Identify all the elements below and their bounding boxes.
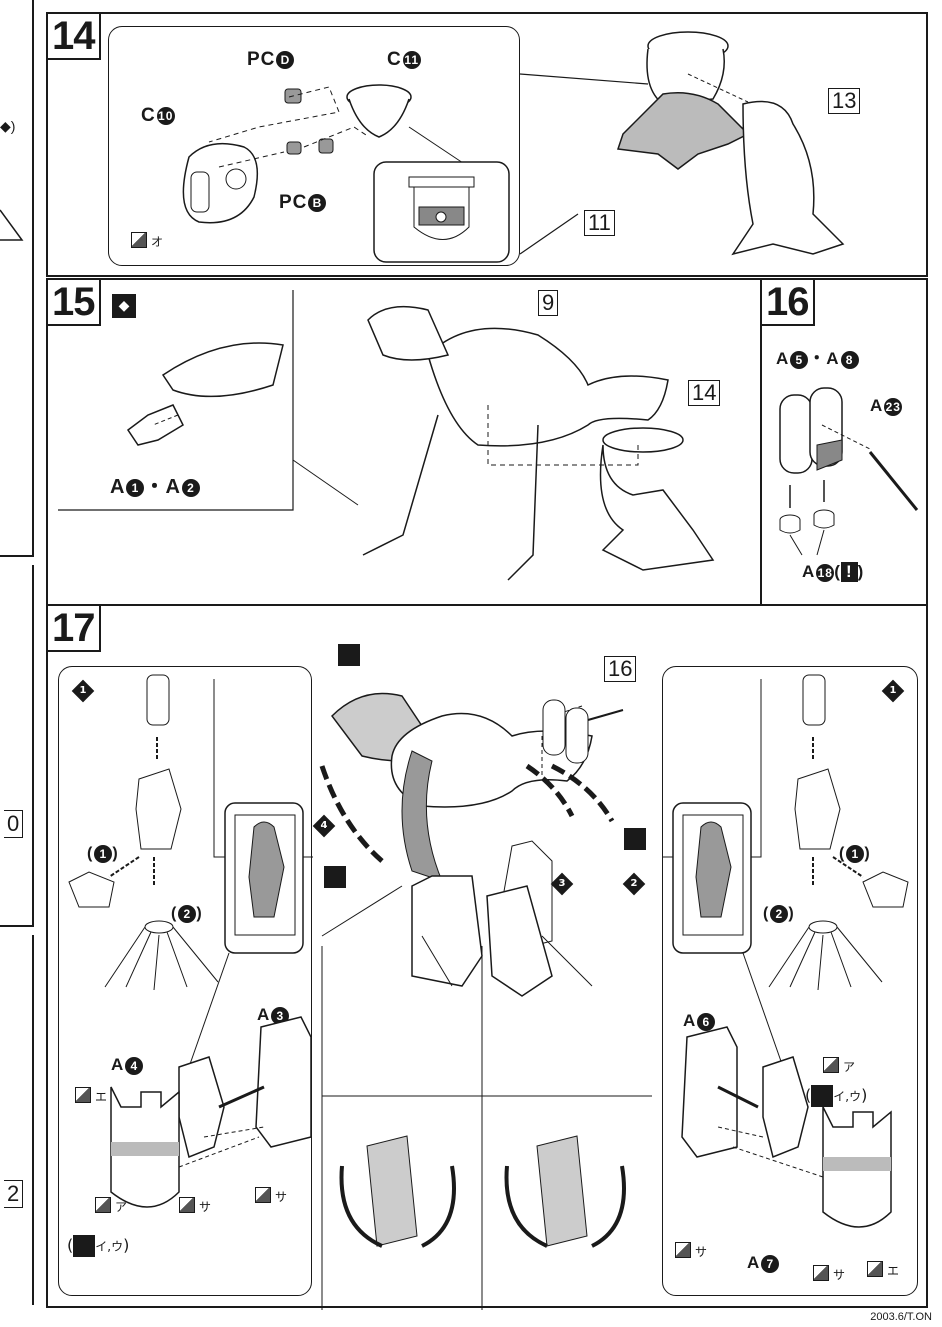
- part-ref-14: 14: [688, 380, 721, 406]
- left-sub-2: (2): [171, 905, 203, 923]
- step-17-number: 17: [46, 604, 101, 652]
- left-strip-panel-mid: [0, 565, 34, 927]
- tool-kana-sa-left: サ: [199, 1200, 212, 1214]
- left-strip-drawing: [0, 209, 24, 241]
- step-15-drawing: [58, 290, 715, 581]
- tool-iu-left: (イ,ウ): [67, 1235, 129, 1257]
- step-14-assembly-drawing: [519, 31, 845, 256]
- tool-kana-sa2-left: サ: [275, 1190, 288, 1204]
- part-ref-9: 9: [538, 290, 559, 316]
- tool-icon-sa2-right: [813, 1265, 829, 1281]
- tool-icon-e-left: [75, 1087, 91, 1103]
- paint-tool-icon: [131, 232, 147, 248]
- part-ref-11: 11: [584, 210, 615, 236]
- tool-kana-e-left: エ: [95, 1090, 108, 1104]
- footer-credit: 2003.6/T.ON: [870, 1311, 932, 1323]
- tool-kana-sa2-right: サ: [833, 1268, 846, 1282]
- tool-kana-e-right: エ: [887, 1264, 900, 1278]
- right-sub-1: (1): [839, 845, 871, 863]
- left-page-strip: ◆) 0 2: [0, 0, 34, 1327]
- left-strip-text-1: ◆): [0, 118, 16, 134]
- tool-icon-a-right: [823, 1057, 839, 1073]
- part-ref-16: 16: [604, 656, 637, 682]
- tool-icon-e-right: [867, 1261, 883, 1277]
- arrow-marker-2: 2: [622, 872, 646, 896]
- arrow-marker-3: 3: [550, 872, 574, 896]
- mirror-icon-right: [624, 828, 646, 850]
- step-17-right-drawing: [663, 674, 909, 1228]
- step-17-left-drawing: [68, 674, 313, 1208]
- symmetry-pair-icon: ◆: [112, 294, 136, 318]
- left-strip-text-3: 2: [4, 1180, 24, 1208]
- tool-kana-a-left: ア: [115, 1200, 128, 1214]
- left-strip-panel-top: [0, 0, 34, 557]
- arrow-marker-4: 4: [312, 814, 336, 838]
- tool-icon-sa2-left: [255, 1187, 271, 1203]
- tool-kana-a-right: ア: [843, 1060, 856, 1074]
- tool-icon-sa-right: [675, 1242, 691, 1258]
- step-14-number: 14: [46, 12, 101, 60]
- step-17-center-drawing: [319, 692, 652, 1310]
- left-sub-1: (1): [87, 845, 119, 863]
- mirror-icon-left: [324, 866, 346, 888]
- step-14-parts-drawing: [182, 84, 510, 263]
- step-16-number: 16: [760, 278, 815, 326]
- tool-icon-sa-left: [179, 1197, 195, 1213]
- booster-drawing: [542, 699, 624, 764]
- part-ref-13: 13: [828, 88, 861, 114]
- tool-iu-right: (イ,ウ): [805, 1085, 867, 1107]
- mirror-icon-top: [338, 644, 360, 666]
- step-15-number: 15: [46, 278, 101, 326]
- left-strip-panel-bottom: [0, 935, 34, 1305]
- tool-icon-a-left: [95, 1197, 111, 1213]
- right-sub-2: (2): [763, 905, 795, 923]
- tool-kana-sa-right: サ: [695, 1245, 708, 1259]
- step-16-drawing: [779, 387, 919, 556]
- left-strip-text-2: 0: [4, 810, 24, 838]
- tool-kana-o: オ: [151, 235, 164, 249]
